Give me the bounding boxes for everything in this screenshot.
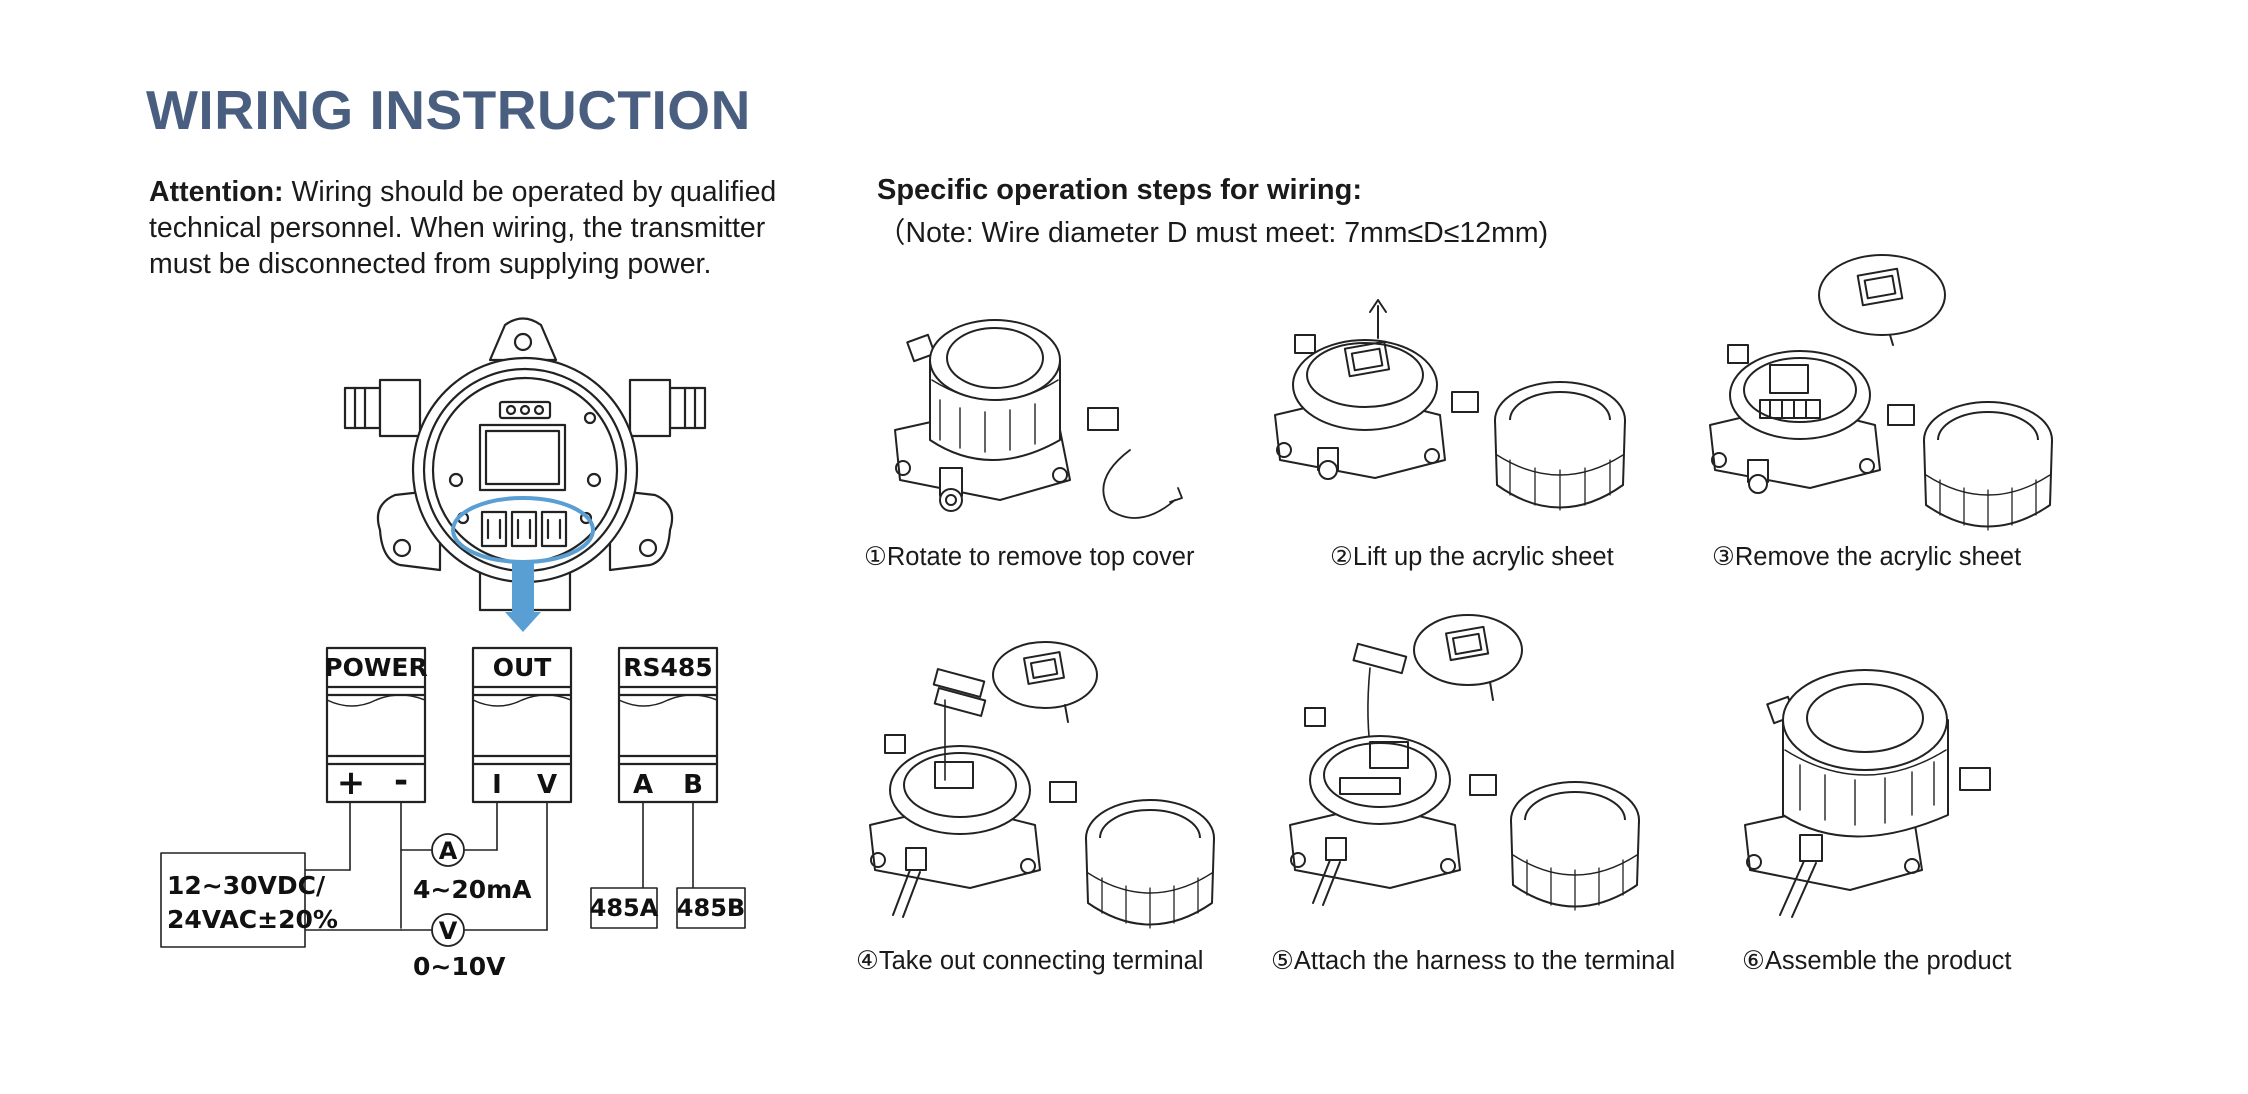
attention-text: Wiring should be operated by qualified t… bbox=[149, 176, 777, 280]
voltmeter-label: V bbox=[439, 917, 458, 945]
rs485-b-pin: B bbox=[683, 770, 703, 800]
step-6-caption: ⑥Assemble the product bbox=[1742, 947, 2012, 975]
page-title: WIRING INSTRUCTION bbox=[146, 79, 751, 141]
transmitter-front-view bbox=[343, 317, 707, 632]
terminal-block-power bbox=[325, 646, 427, 804]
voltage-range-label: 0~10V bbox=[413, 952, 506, 981]
power-header: POWER bbox=[324, 653, 427, 682]
lift-arrow-icon bbox=[1369, 299, 1387, 313]
step-6-illustration bbox=[1744, 669, 1991, 918]
rotate-arrow-icon bbox=[1169, 487, 1183, 503]
rs485-a-pin: A bbox=[633, 770, 653, 800]
step-2-caption: ②Lift up the acrylic sheet bbox=[1330, 543, 1614, 571]
step-5-caption: ⑤Attach the harness to the terminal bbox=[1271, 947, 1676, 975]
attention-note: Attention: Wiring should be operated by … bbox=[149, 174, 829, 282]
terminal-block-out bbox=[471, 646, 573, 804]
step-4-caption: ④Take out connecting terminal bbox=[856, 947, 1204, 975]
step-4-illustration bbox=[869, 641, 1215, 929]
ammeter-label: A bbox=[439, 837, 458, 865]
supply-line-2: 24VAC±20% bbox=[167, 905, 338, 934]
steps-note: （Note: Wire diameter D must meet: 7mm≤D≤… bbox=[877, 217, 1549, 249]
terminal-485a-box bbox=[590, 887, 658, 929]
wiring-lines bbox=[304, 801, 694, 931]
step-5-illustration bbox=[1289, 614, 1640, 911]
attention-label: Attention: bbox=[149, 176, 284, 208]
out-i-pin: I bbox=[492, 770, 502, 800]
supply-line-1: 12~30VDC/ bbox=[167, 871, 326, 900]
terminal-485b-box bbox=[676, 887, 746, 929]
terminal-485a-label: 485A bbox=[590, 894, 659, 922]
terminal-485b-label: 485B bbox=[677, 894, 745, 922]
terminal-block-rs485 bbox=[617, 646, 719, 804]
step-3-caption: ③Remove the acrylic sheet bbox=[1712, 543, 2022, 571]
current-range-label: 4~20mA bbox=[413, 875, 532, 904]
rs485-header: RS485 bbox=[623, 653, 712, 682]
step-1-caption: ①Rotate to remove top cover bbox=[864, 543, 1195, 571]
steps-heading: Specific operation steps for wiring: bbox=[877, 174, 1363, 206]
out-v-pin: V bbox=[537, 770, 557, 800]
out-header: OUT bbox=[493, 653, 552, 682]
down-arrow-icon bbox=[505, 612, 541, 632]
power-plus-pin: + bbox=[337, 763, 366, 803]
voltmeter-symbol bbox=[431, 913, 465, 947]
supply-box bbox=[160, 852, 306, 948]
step-3-illustration bbox=[1709, 254, 2053, 531]
step-1-illustration bbox=[894, 319, 1183, 519]
step-2-illustration bbox=[1274, 299, 1626, 511]
power-minus-pin: - bbox=[394, 761, 408, 801]
ammeter-symbol bbox=[431, 833, 465, 867]
